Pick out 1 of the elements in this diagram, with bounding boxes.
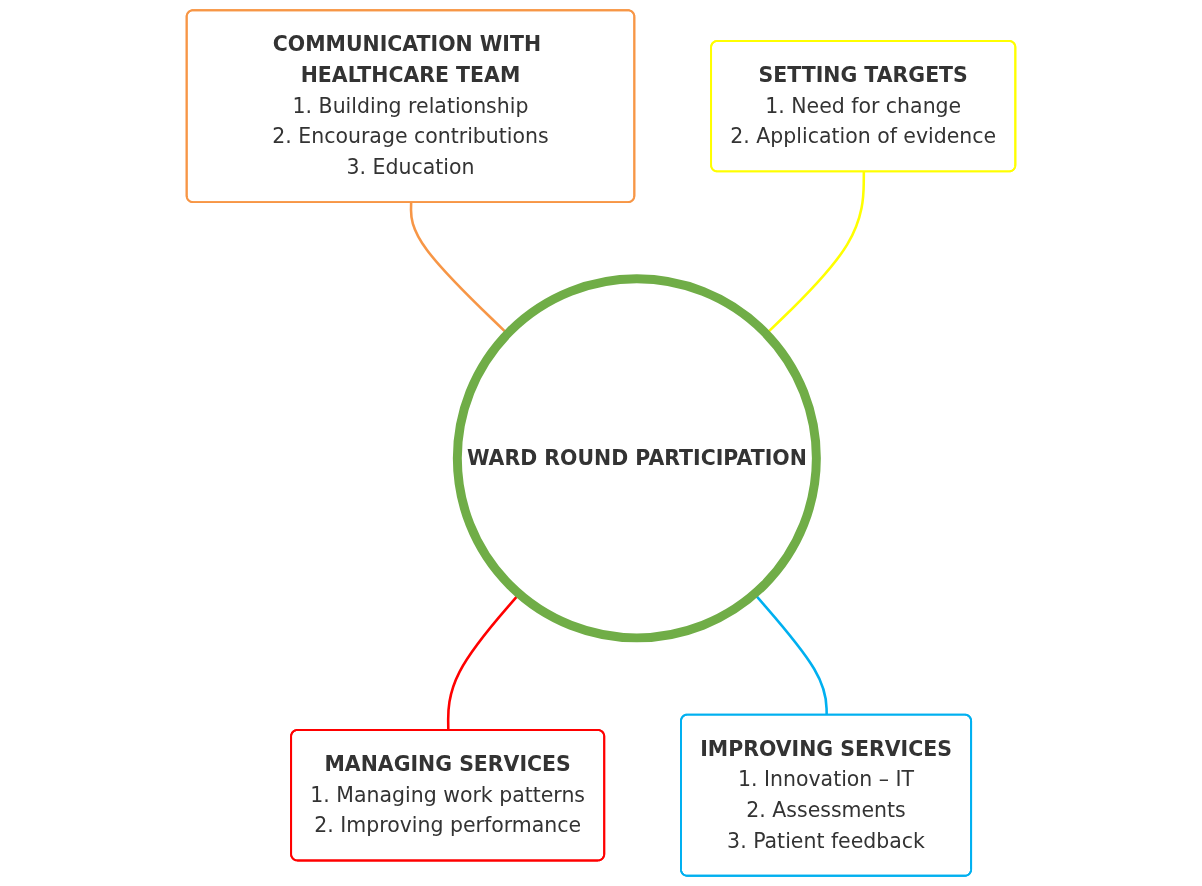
- node-circle: WARD ROUND PARTICIPATION: [452, 274, 821, 643]
